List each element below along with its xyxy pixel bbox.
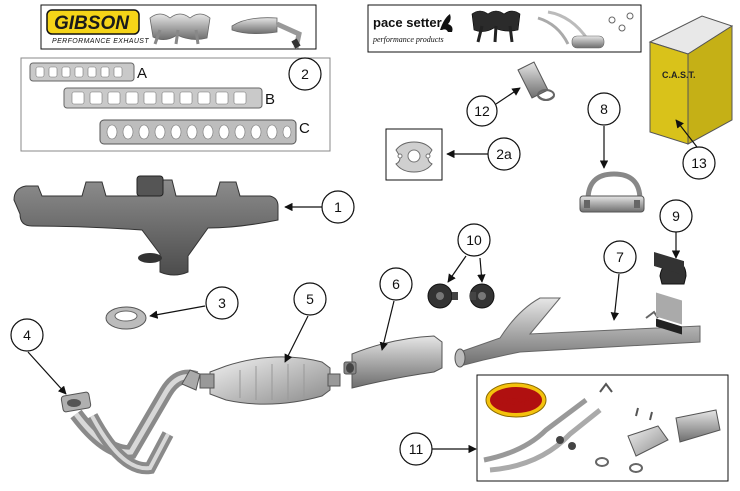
leader-12 — [495, 87, 521, 105]
callout-12: 12 — [466, 95, 498, 127]
exhaust-manifold — [13, 175, 279, 276]
leader-5 — [284, 315, 309, 363]
tail-pipe — [454, 297, 701, 368]
hanger-bushings — [427, 283, 495, 309]
callout-1-label: 1 — [334, 199, 342, 215]
front-exhaust-pipe — [60, 369, 201, 475]
gibson-banner: GIBSON PERFORMANCE EXHAUST — [40, 4, 317, 50]
callout-2a-label: 2a — [496, 146, 512, 162]
callout-7: 7 — [603, 240, 637, 274]
exhaust-clamp — [579, 171, 645, 213]
leader-13 — [675, 119, 698, 148]
pacesetter-banner: pace setter performance products — [367, 4, 642, 53]
callout-13: 13 — [682, 146, 716, 180]
gasket-b: B — [63, 87, 275, 109]
callout-3-label: 3 — [218, 295, 226, 311]
crown-logo: Crown — [485, 382, 547, 418]
callout-12-label: 12 — [474, 103, 490, 119]
cast-product-box: C.A.S.T. — [648, 15, 734, 335]
callout-2: 2 — [288, 57, 322, 91]
callout-8-label: 8 — [600, 101, 608, 117]
callout-8: 8 — [587, 92, 621, 126]
leader-10b — [477, 257, 486, 283]
pacesetter-header-image — [471, 10, 521, 43]
leader-10a — [447, 255, 467, 283]
pipe-adapter — [517, 61, 555, 101]
gasket-letter-b: B — [265, 91, 275, 108]
callout-5: 5 — [293, 282, 327, 316]
gibson-logo: GIBSON PERFORMANCE EXHAUST — [46, 9, 149, 45]
gasket-c: C — [99, 119, 310, 145]
gibson-tagline: PERFORMANCE EXHAUST — [52, 38, 149, 45]
pacesetter-pipes-image — [537, 10, 634, 49]
callout-6: 6 — [379, 267, 413, 301]
callout-4-label: 4 — [23, 327, 31, 343]
gibson-header-image — [149, 13, 211, 45]
flange-gasket-group — [385, 128, 443, 181]
leader-7 — [610, 273, 620, 321]
gibson-logo-text: GIBSON — [54, 13, 130, 34]
leader-4 — [27, 351, 67, 395]
callout-4: 4 — [10, 318, 44, 352]
leader-lines — [27, 87, 698, 454]
callout-10: 10 — [457, 223, 491, 257]
callout-6-label: 6 — [392, 276, 400, 292]
catalytic-converter — [199, 356, 341, 405]
callout-7-label: 7 — [616, 249, 624, 265]
callout-9: 9 — [659, 199, 693, 233]
pacesetter-tagline: performance products — [372, 35, 444, 44]
crown-kit-group: Crown — [476, 374, 729, 482]
callouts: 1 2 2a 3 4 5 6 7 — [10, 57, 716, 466]
leader-3 — [149, 305, 206, 319]
callout-9-label: 9 — [672, 208, 680, 224]
crown-logo-text: Crown — [494, 393, 536, 409]
callout-10-label: 10 — [466, 232, 482, 248]
gasket-kit-group: A B C — [20, 57, 331, 152]
callout-11-label: 11 — [409, 441, 424, 457]
callout-2a: 2a — [487, 137, 521, 171]
gasket-letter-a: A — [137, 65, 147, 82]
callout-11: 11 — [399, 432, 433, 466]
gibson-muffler-image — [231, 17, 302, 49]
cast-box-label: C.A.S.T. — [662, 70, 696, 80]
gasket-a: A — [29, 62, 147, 82]
callout-5-label: 5 — [306, 291, 314, 307]
muffler — [343, 335, 443, 389]
gasket-letter-c: C — [299, 120, 310, 137]
horse-logo-icon — [440, 14, 453, 32]
donut-gasket — [105, 306, 147, 330]
callout-13-label: 13 — [691, 155, 707, 171]
crown-kit-parts-image — [483, 382, 721, 473]
leader-6 — [379, 300, 395, 351]
callout-1: 1 — [321, 190, 355, 224]
pacesetter-logo-text: pace setter — [373, 15, 442, 30]
callout-2-label: 2 — [301, 66, 309, 82]
callout-3: 3 — [205, 286, 239, 320]
